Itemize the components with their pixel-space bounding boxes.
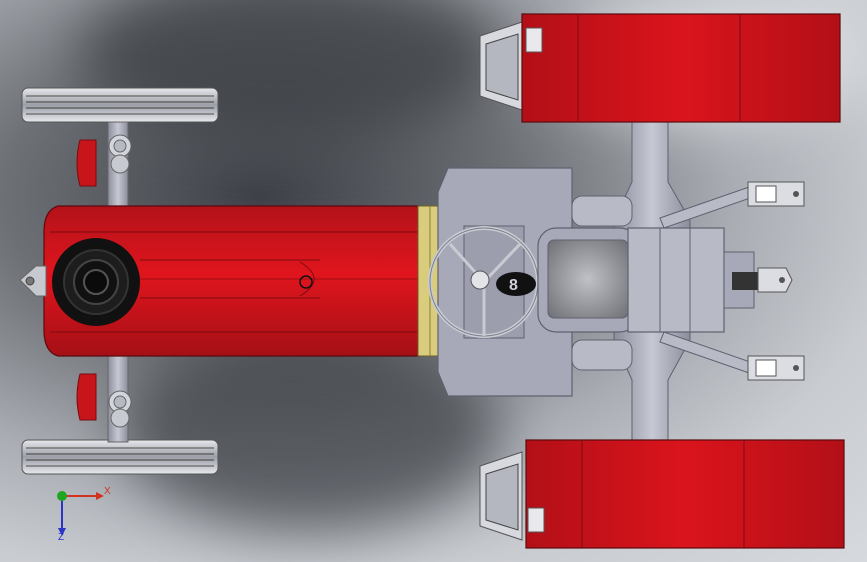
seat[interactable]: [537, 227, 639, 333]
front-wheel-top[interactable]: [21, 87, 219, 123]
z-axis-label: Z: [58, 532, 65, 543]
lift-arm-bottom[interactable]: [659, 331, 805, 381]
reference-triad: X Z: [48, 482, 118, 546]
x-axis-label: X: [104, 486, 111, 497]
lift-arm-top[interactable]: [659, 181, 805, 229]
radiator-grille: [52, 238, 140, 326]
front-wheel-bottom[interactable]: [21, 439, 219, 475]
gear-lever[interactable]: 8: [496, 272, 536, 296]
rear-wheel-top[interactable]: [479, 13, 841, 123]
front-axle[interactable]: [107, 121, 132, 443]
hitch-frame[interactable]: [627, 227, 793, 333]
rear-wheel-bottom[interactable]: [479, 439, 845, 549]
front-fender-top: [76, 139, 97, 187]
engine-hood[interactable]: [43, 205, 421, 357]
front-tow-hook: [19, 265, 47, 297]
background-shade: [120, 330, 500, 530]
steering-wheel[interactable]: [428, 226, 540, 338]
front-fender-bottom: [76, 373, 97, 421]
gear-mark: 8: [509, 277, 518, 294]
